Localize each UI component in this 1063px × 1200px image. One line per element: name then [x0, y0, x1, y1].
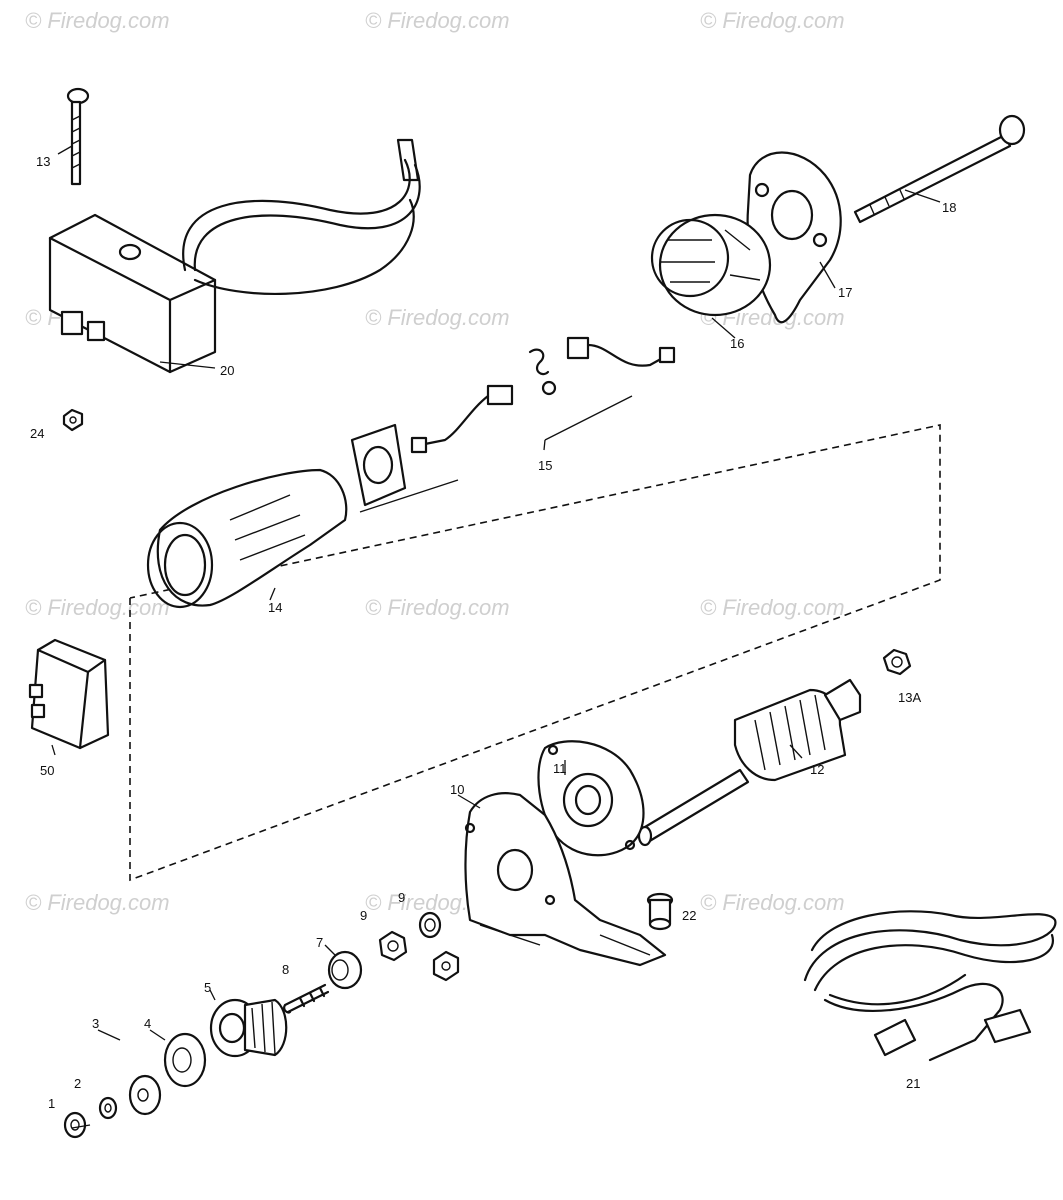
part-17-end-plate[interactable] — [746, 151, 842, 324]
watermark-text: © Firedog.com — [700, 595, 845, 620]
part-13a-nut[interactable] — [882, 648, 912, 676]
watermark-text: © Firedog.com — [700, 8, 845, 33]
part-21-wiring-harness[interactable] — [803, 910, 1057, 1062]
part-9-spacer[interactable] — [418, 911, 442, 939]
leader-lines — [71, 189, 941, 1129]
part-10-drive-housing[interactable] — [464, 792, 667, 967]
part-12-armature[interactable] — [637, 678, 862, 847]
part-brush-plate[interactable] — [350, 423, 407, 507]
part-8-spring[interactable] — [283, 983, 330, 1014]
label-4: 4 — [144, 1016, 151, 1031]
label-1: 1 — [48, 1096, 55, 1111]
part-22-plug[interactable] — [646, 892, 674, 931]
label-10: 10 — [450, 782, 464, 797]
part-7-collar[interactable] — [327, 950, 363, 990]
label-7: 7 — [316, 935, 323, 950]
assembly-dashed-outline — [129, 424, 941, 882]
part-14-field-frame[interactable] — [146, 468, 348, 609]
label-3: 3 — [92, 1016, 99, 1031]
label-12: 12 — [810, 762, 824, 777]
part-labels: 13 20 24 18 17 16 15 14 50 13A 12 11 10 … — [30, 154, 956, 1111]
label-21: 21 — [906, 1076, 920, 1091]
label-50: 50 — [40, 763, 54, 778]
watermark-text: © Firedog.com — [25, 595, 170, 620]
label-8: 8 — [282, 962, 289, 977]
label-17: 17 — [838, 285, 852, 300]
label-22: 22 — [682, 908, 696, 923]
watermark-text: © Firedog.com — [365, 595, 510, 620]
watermark-text: © Firedog.com — [365, 8, 510, 33]
label-20: 20 — [220, 363, 234, 378]
part-4-cup[interactable] — [163, 1032, 207, 1088]
watermark-text: © Firedog.com — [365, 305, 510, 330]
part-small-nut[interactable] — [432, 950, 460, 982]
part-3-washer[interactable] — [128, 1074, 162, 1116]
label-9b: 9 — [360, 908, 367, 923]
part-13-bolt[interactable] — [66, 87, 90, 186]
part-50-relay[interactable] — [28, 638, 110, 750]
part-20-solenoid[interactable] — [48, 138, 421, 374]
label-14: 14 — [268, 600, 282, 615]
watermark-text: © Firedog.com — [700, 890, 845, 915]
part-9b-nut[interactable] — [378, 930, 408, 962]
watermarks: © Firedog.com © Firedog.com © Firedog.co… — [25, 8, 845, 915]
part-2-washer[interactable] — [98, 1096, 118, 1120]
label-13a: 13A — [898, 690, 921, 705]
label-24: 24 — [30, 426, 44, 441]
watermark-text: © Firedog.com — [25, 890, 170, 915]
part-5-drive-pinion[interactable] — [209, 998, 288, 1058]
label-15: 15 — [538, 458, 552, 473]
label-11: 11 — [553, 761, 567, 776]
watermark-text: © Firedog.com — [25, 8, 170, 33]
part-15-brush-set[interactable] — [410, 336, 676, 454]
part-1-nut[interactable] — [63, 1111, 87, 1139]
label-9: 9 — [398, 890, 405, 905]
part-16-brush-holder[interactable] — [650, 213, 772, 317]
part-24-nut[interactable] — [62, 408, 84, 432]
label-18: 18 — [942, 200, 956, 215]
label-13: 13 — [36, 154, 50, 169]
label-5: 5 — [204, 980, 211, 995]
label-2: 2 — [74, 1076, 81, 1091]
label-16: 16 — [730, 336, 744, 351]
part-18-through-bolt[interactable] — [853, 114, 1026, 224]
